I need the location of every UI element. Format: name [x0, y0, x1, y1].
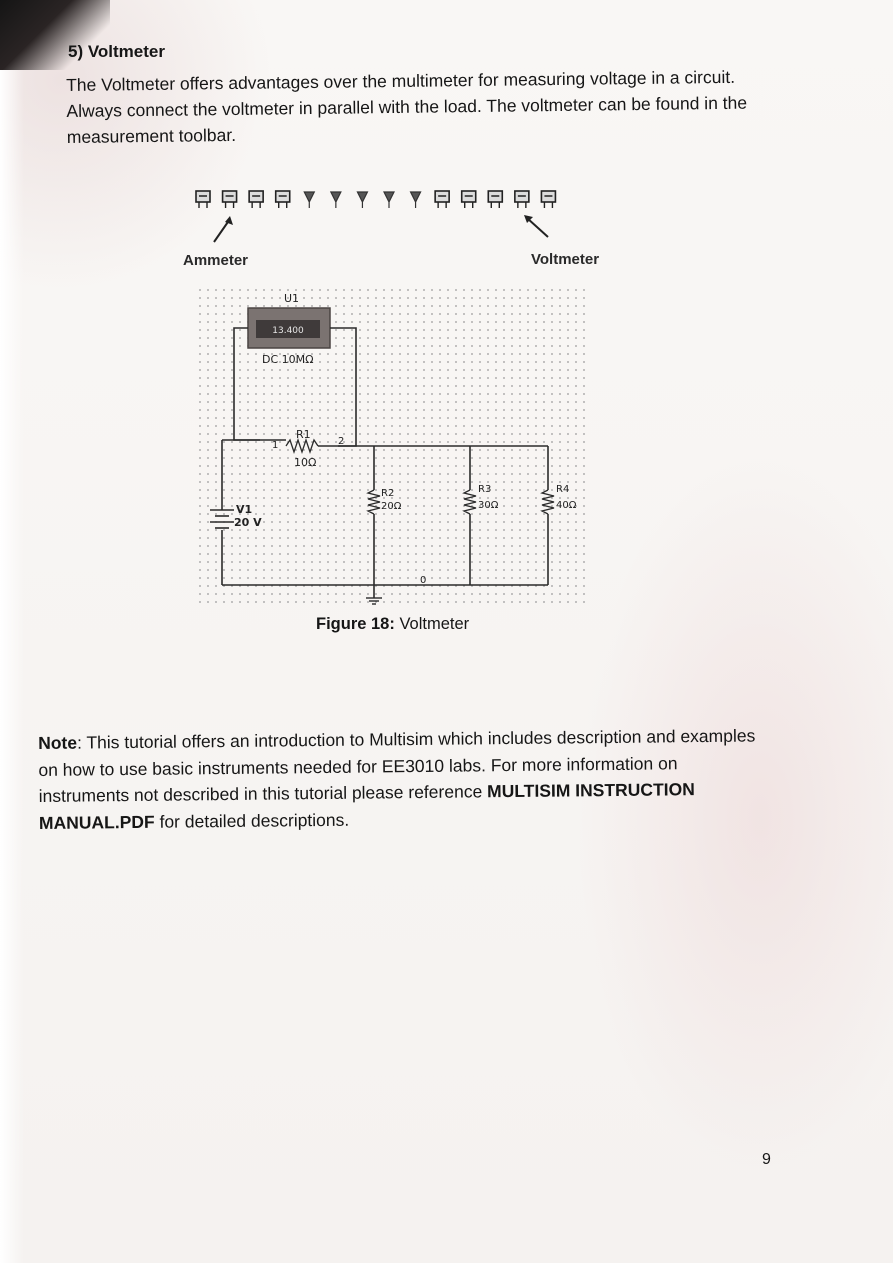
- r1-name: R1: [296, 428, 311, 441]
- dc-source-symbol: [210, 509, 234, 529]
- toolbar-instrument-icon: [434, 190, 450, 208]
- figure-caption-label: Figure 18:: [316, 615, 395, 633]
- voltmeter-label: Voltmeter: [531, 251, 600, 268]
- circuit-wires: [221, 327, 549, 598]
- figure-caption: Figure 18: Voltmeter: [316, 615, 469, 634]
- toolbar-instrument-icon: [274, 190, 291, 208]
- r1-pin2: 2: [338, 436, 344, 447]
- circuit-schematic: 13.400 U1 DC 10MΩ R1 10Ω 1 2 R2 20Ω R3 3…: [198, 288, 588, 608]
- r3-resistor-symbol: [462, 489, 477, 515]
- ammeter-arrow-icon: [213, 216, 233, 243]
- toolbar-icons: [195, 190, 557, 208]
- toolbar-instrument-icon: [514, 190, 530, 208]
- r4-value: 40Ω: [556, 500, 577, 511]
- toolbar-instrument-icon: [303, 191, 316, 208]
- note-text-2: for detailed descriptions.: [154, 809, 350, 832]
- toolbar-instrument-icon: [383, 191, 395, 208]
- page-left-edge: [0, 0, 24, 1263]
- r3-value: 30Ω: [478, 500, 499, 511]
- ground-node-label: 0: [420, 575, 426, 586]
- toolbar-instrument-icon: [248, 190, 264, 208]
- meter-reading: 13.400: [272, 326, 304, 336]
- r1-value: 10Ω: [294, 456, 316, 469]
- source-name: V1: [236, 503, 252, 516]
- dark-corner-shadow: [0, 0, 110, 70]
- figure-caption-text: Voltmeter: [394, 615, 470, 633]
- note-paragraph: Note: This tutorial offers an introducti…: [38, 722, 759, 836]
- r4-name: R4: [556, 484, 569, 495]
- r4-resistor-symbol: [540, 489, 555, 515]
- toolbar-instrument-icon: [356, 191, 369, 208]
- page-number: 9: [762, 1151, 771, 1168]
- meter-mode: DC 10MΩ: [262, 353, 314, 366]
- r2-value: 20Ω: [381, 501, 402, 512]
- source-value: 20 V: [234, 516, 262, 529]
- section-paragraph: The Voltmeter offers advantages over the…: [66, 66, 748, 147]
- ammeter-label: Ammeter: [183, 252, 249, 269]
- toolbar-instrument-icon: [329, 191, 342, 208]
- r1-resistor-symbol: [285, 437, 319, 455]
- r3-name: R3: [478, 484, 491, 495]
- section-heading: 5) Voltmeter: [68, 42, 165, 61]
- toolbar-instrument-icon: [487, 190, 504, 208]
- ground-icon: [366, 597, 382, 605]
- toolbar-instrument-icon: [409, 191, 422, 208]
- note-label: Note: [38, 732, 78, 753]
- toolbar-instrument-icon: [195, 190, 211, 208]
- meter-name: U1: [284, 292, 299, 305]
- voltmeter-arrow-icon: [524, 215, 549, 238]
- toolbar-instrument-icon: [540, 190, 557, 208]
- r2-name: R2: [381, 488, 394, 499]
- toolbar-instrument-icon: [221, 190, 238, 208]
- r2-resistor-symbol: [366, 489, 381, 515]
- voltmeter-instrument: 13.400: [247, 307, 331, 349]
- r1-pin1: 1: [272, 440, 278, 451]
- toolbar-instrument-icon: [460, 190, 477, 208]
- measurement-toolbar-image: [190, 186, 590, 216]
